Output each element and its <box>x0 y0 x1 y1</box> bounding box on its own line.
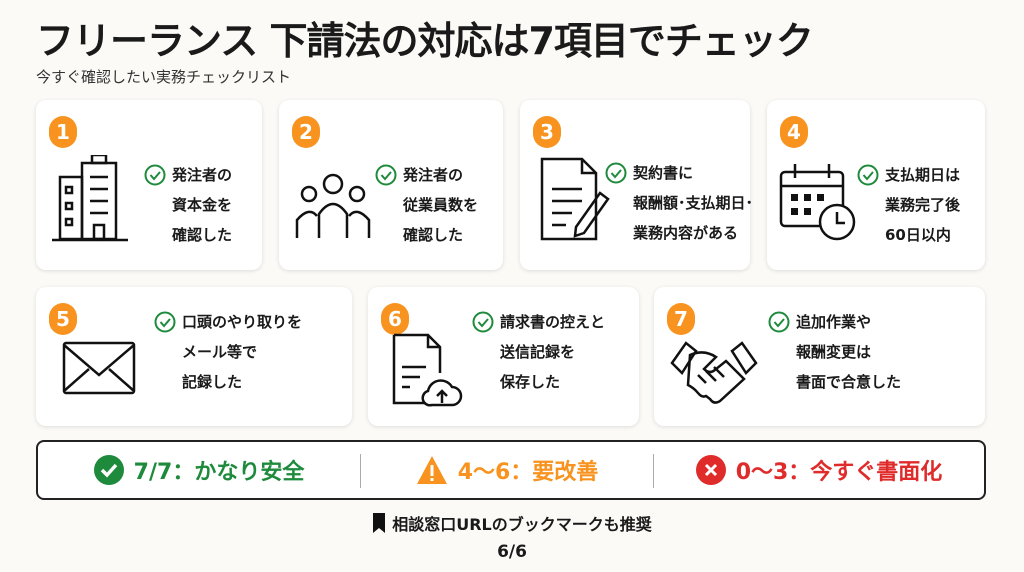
item-text-line: 支払期日は <box>885 166 961 184</box>
legend-safe: 7/7：かなり安全 <box>38 442 360 498</box>
checklist-card-3: 3 契約書に報酬額･支払期日･ 業務内容がある <box>520 100 753 270</box>
item-text-line: 業務内容がある <box>633 224 739 242</box>
item-text-line: 確認した <box>403 226 464 244</box>
checklist-card-4: 4 支払期日は業務完了後 60日以内 <box>767 100 985 270</box>
legend-divider <box>653 454 654 488</box>
item-text: 請求書の控えと送信記録を保存した <box>500 307 605 397</box>
item-text-line: 書面で合意した <box>796 373 902 391</box>
footer-note: 相談窓口URLのブックマークも推奨 <box>0 511 1024 535</box>
legend-divider <box>360 454 361 488</box>
item-text-line: 口頭のやり取りを <box>182 313 303 331</box>
item-number-badge: 6 <box>381 303 409 335</box>
item-text-line: 送信記録を <box>500 343 576 361</box>
checklist-card-6: 6 請求書の控えと送信記録を保存した <box>368 287 639 426</box>
item-number-badge: 4 <box>780 116 808 148</box>
item-text-line: 業務完了後 <box>885 196 961 214</box>
warning-icon <box>416 456 447 484</box>
legend-improve-label: 4〜6：要改善 <box>457 460 599 485</box>
item-number-badge: 1 <box>49 116 77 148</box>
item-text-line: 請求書の控えと <box>500 313 606 331</box>
checklist-card-2: 2 発注者の従業員数を確認した <box>279 100 503 270</box>
legend-urgent-label: 0〜3：今すぐ書面化 <box>735 460 943 485</box>
item-text-line: 従業員数を <box>403 196 479 214</box>
item-number-badge: 2 <box>292 116 320 148</box>
check-icon <box>857 164 879 186</box>
item-text-line: 発注者の <box>172 166 233 184</box>
item-text-line: 記録した <box>182 373 243 391</box>
item-text-line: 保存した <box>500 373 561 391</box>
legend-improve: 4〜6：要改善 <box>361 442 653 498</box>
building-icon <box>50 153 130 249</box>
check-icon <box>472 311 494 333</box>
document-upload-icon <box>388 331 463 415</box>
item-text-line: 報酬変更は <box>796 343 872 361</box>
item-text-line: 資本金を <box>172 196 233 214</box>
item-text: 発注者の資本金を確認した <box>172 160 232 250</box>
check-icon <box>375 164 397 186</box>
page-number: 6/6 <box>497 542 527 562</box>
item-text: 口頭のやり取りをメール等で記録した <box>182 307 302 397</box>
check-icon <box>605 162 627 184</box>
item-text-line: 契約書に <box>633 164 694 182</box>
item-text: 発注者の従業員数を確認した <box>403 160 478 250</box>
item-text-line: 追加作業や <box>796 313 872 331</box>
check-circle-icon <box>93 455 124 485</box>
item-text-line: メール等で <box>182 343 258 361</box>
people-icon <box>293 170 373 244</box>
page-subtitle: 今すぐ確認したい実務チェックリスト <box>36 68 292 86</box>
check-icon <box>768 311 790 333</box>
calendar-clock-icon <box>777 160 862 249</box>
bookmark-icon <box>373 513 386 533</box>
contract-icon <box>534 155 614 249</box>
footer-note-text: 相談窓口URLのブックマークも推奨 <box>392 515 652 534</box>
item-number-badge: 7 <box>667 303 695 335</box>
checklist-card-5: 5 口頭のやり取りをメール等で記録した <box>36 287 352 426</box>
checklist-card-7: 7 追加作業や報酬変更は書面で合意した <box>654 287 985 426</box>
legend-urgent: 0〜3：今すぐ書面化 <box>654 442 984 498</box>
item-text-line: 60日以内 <box>885 226 951 244</box>
item-number-badge: 3 <box>533 116 561 148</box>
item-text: 支払期日は業務完了後 60日以内 <box>885 160 960 250</box>
item-text-line: 報酬額･支払期日･ <box>633 194 754 212</box>
envelope-icon <box>60 339 140 403</box>
item-text: 追加作業や報酬変更は書面で合意した <box>796 307 901 397</box>
item-number-badge: 5 <box>49 303 77 335</box>
score-legend: 7/7：かなり安全 4〜6：要改善 0〜3：今すぐ書面化 <box>36 440 986 500</box>
item-text-line: 確認した <box>172 226 233 244</box>
check-icon <box>144 164 166 186</box>
handshake-icon <box>668 335 760 409</box>
x-circle-icon <box>695 455 726 485</box>
check-icon <box>154 311 176 333</box>
item-text: 契約書に報酬額･支払期日･ 業務内容がある <box>633 158 753 248</box>
page-title: フリーランス 下請法の対応は7項目でチェック <box>36 19 814 63</box>
item-text-line: 発注者の <box>403 166 464 184</box>
checklist-card-1: 1 発注者の資本金を確認した <box>36 100 262 270</box>
legend-safe-label: 7/7：かなり安全 <box>133 460 305 485</box>
